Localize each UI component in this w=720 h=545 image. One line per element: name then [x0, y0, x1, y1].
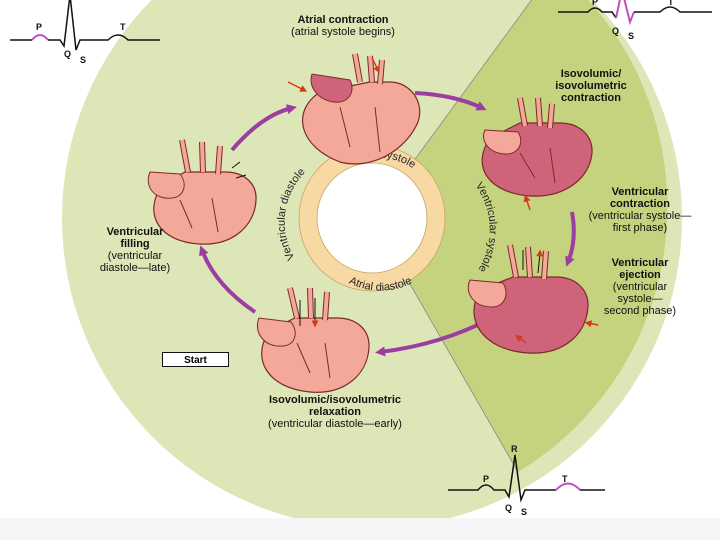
phase-title: Ventricular filling — [106, 226, 164, 250]
heart-ventricular-ejection — [467, 244, 599, 354]
ecg-label-t: T — [562, 474, 568, 484]
ecg-label-s: S — [521, 507, 528, 517]
label-isovolumic-relaxation: Isovolumic/isovolumetric relaxation (ven… — [240, 394, 430, 430]
phase-subtitle: (ventricular diastole—early) — [268, 418, 402, 430]
ring-outline — [316, 162, 428, 274]
phase-subtitle: (ventricular — [107, 250, 163, 262]
ecg-trace-top-left — [10, 0, 160, 51]
ecg-label-p: P — [592, 0, 599, 7]
phase-title: Isovolumic/isovolumetric relaxation — [268, 394, 402, 418]
ring-center — [317, 163, 427, 273]
ecg-label-p: P — [483, 474, 490, 484]
phase-subtitle: first phase) — [612, 222, 668, 234]
label-atrial-contraction: Atrial contraction (atrial systole begin… — [258, 14, 428, 38]
ring-label-atrial-diastole: Atrial diastole — [347, 275, 413, 294]
ecg-label-q: Q — [612, 26, 620, 36]
ecg-label-q: Q — [505, 503, 513, 513]
ecg-label-r: R — [511, 444, 518, 454]
ecg-label-t: T — [668, 0, 674, 7]
phase-subtitle: systole— — [617, 293, 663, 305]
phase-title: Ventricular ejection — [611, 257, 669, 281]
ecg-label-s: S — [80, 55, 87, 65]
bottom-strip — [0, 518, 720, 540]
start-marker: Start — [162, 352, 229, 367]
label-ventricular-ejection: Ventricular ejection (ventricular systol… — [590, 257, 690, 317]
cycle-arrow — [565, 211, 576, 267]
heart-isovolumic-contraction — [481, 97, 593, 211]
phase-title: Atrial contraction — [297, 14, 389, 26]
phase-subtitle: (ventricular — [612, 281, 668, 293]
ecg-label-t: T — [120, 22, 126, 32]
label-isovolumic-contraction: Isovolumic/ isovolumetric contraction — [546, 68, 636, 104]
phase-title: Isovolumic/ isovolumetric contraction — [555, 68, 627, 104]
cycle-arrow — [414, 91, 487, 111]
phase-subtitle: second phase) — [603, 305, 677, 317]
phase-subtitle: (atrial systole begins) — [291, 26, 395, 38]
ecg-trace-top-right — [558, 0, 712, 26]
heart-ventricular-filling — [147, 139, 257, 245]
phase-title: Ventricular contraction — [610, 186, 670, 210]
ecg-label-q: Q — [64, 49, 72, 59]
heart-isovolumic-relaxation — [257, 287, 370, 393]
label-ventricular-contraction: Ventricular contraction (ventricular sys… — [580, 186, 700, 234]
ecg-trace-bottom — [448, 454, 605, 503]
heart-atrial-contraction — [287, 53, 421, 165]
cycle-arrow — [199, 245, 257, 314]
cycle-arrow — [230, 104, 297, 152]
ecg-label-p: P — [36, 22, 43, 32]
phase-subtitle: (ventricular systole— — [588, 210, 692, 222]
label-ventricular-filling: Ventricular filling (ventricular diastol… — [85, 226, 185, 274]
phase-subtitle: diastole—late) — [99, 262, 171, 274]
ecg-label-s: S — [628, 31, 635, 41]
